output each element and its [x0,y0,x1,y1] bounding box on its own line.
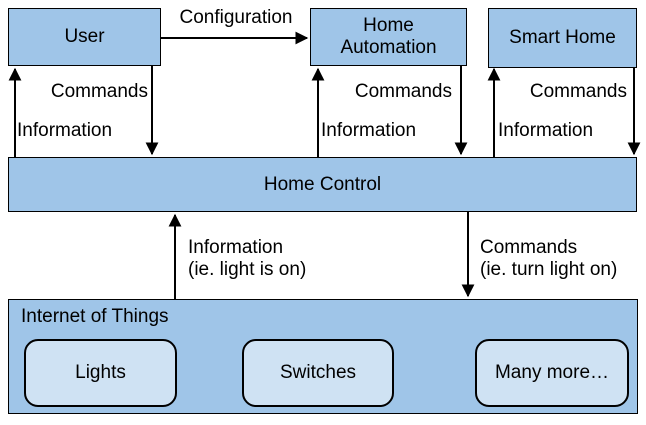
node-smart-home-label: Smart Home [509,27,616,48]
edge-label-smarthome-commands: Commands [529,81,627,102]
node-lights: Lights [24,339,177,407]
node-internet-of-things: Internet of Things Lights Switches Many … [8,299,638,414]
node-many-more-label: Many more… [494,362,610,383]
edge-label-user-information: Information [17,120,113,141]
node-switches-label: Switches [279,362,357,383]
node-home-control-label: Home Control [263,173,382,195]
edge-label-iot-information: Information (ie. light is on) [188,237,307,280]
node-internet-of-things-label: Internet of Things [21,306,169,327]
edge-label-user-commands: Commands [50,81,148,102]
node-many-more: Many more… [475,339,629,407]
node-user: User [8,8,161,66]
edge-label-automation-information: Information [321,120,417,141]
node-home-automation: Home Automation [310,8,467,66]
node-home-automation-label: Home Automation [340,15,437,58]
node-user-label: User [64,26,105,47]
node-smart-home: Smart Home [488,8,637,68]
edge-label-automation-commands: Commands [354,81,452,102]
node-switches: Switches [242,339,394,407]
node-lights-label: Lights [75,362,126,383]
edge-label-configuration: Configuration [179,7,293,28]
edge-label-iot-commands: Commands (ie. turn light on) [480,237,618,280]
edge-label-smarthome-information: Information [498,120,594,141]
node-home-control: Home Control [8,157,637,212]
